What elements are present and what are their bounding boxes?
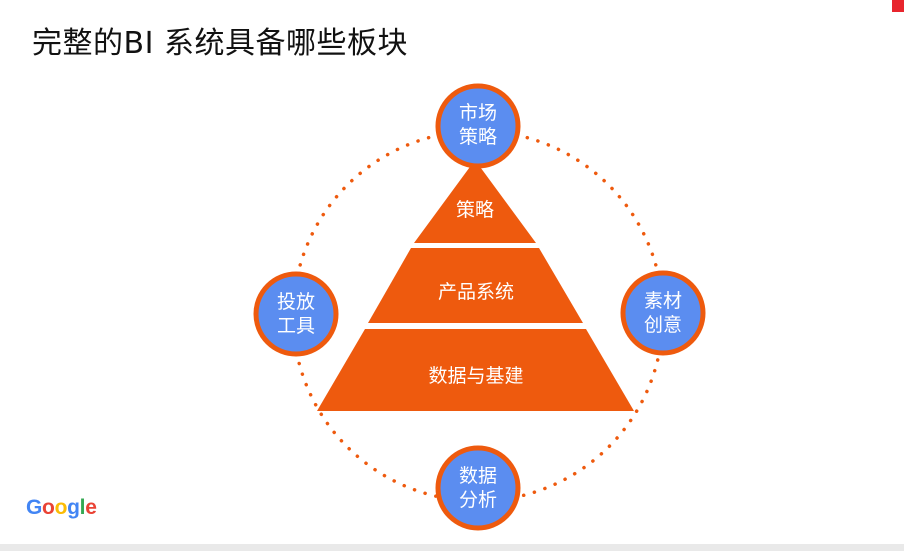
node-data-analysis-line2: 分析 — [459, 489, 497, 511]
node-data-analysis: 数据 分析 — [435, 445, 521, 531]
google-logo-letter: l — [79, 496, 86, 519]
google-logo-letter: o — [42, 496, 55, 519]
pyramid-tier-product-system — [368, 248, 583, 323]
google-logo: Google — [26, 495, 97, 520]
google-logo-letter: g — [67, 496, 80, 519]
slide-title: 完整的BI 系统具备哪些板块 — [32, 26, 408, 61]
tier-label-strategy: 策略 — [456, 199, 494, 221]
tier-label-data-infra: 数据与基建 — [428, 365, 523, 387]
node-ad-tools-line2: 工具 — [277, 315, 315, 337]
tier-label-product-system: 产品系统 — [438, 281, 514, 303]
pyramid-tier-strategy — [414, 160, 536, 243]
node-creative-assets: 素材 创意 — [620, 270, 706, 356]
node-creative-assets-line1: 素材 — [644, 290, 682, 312]
node-data-analysis-line1: 数据 — [459, 465, 497, 487]
google-logo-letter: G — [26, 496, 43, 519]
google-logo-letter: e — [85, 496, 97, 519]
google-logo-letter: o — [54, 496, 68, 519]
node-ad-tools: 投放 工具 — [253, 271, 339, 357]
pyramid-tier-data-infra — [317, 329, 634, 411]
node-creative-assets-line2: 创意 — [644, 314, 682, 336]
node-ad-tools-line1: 投放 — [277, 291, 315, 313]
node-market-strategy-line1: 市场 — [459, 102, 497, 124]
corner-mark — [892, 0, 904, 12]
bottom-bar — [0, 544, 904, 551]
node-market-strategy: 市场 策略 — [435, 83, 521, 169]
node-market-strategy-line2: 策略 — [459, 126, 497, 148]
